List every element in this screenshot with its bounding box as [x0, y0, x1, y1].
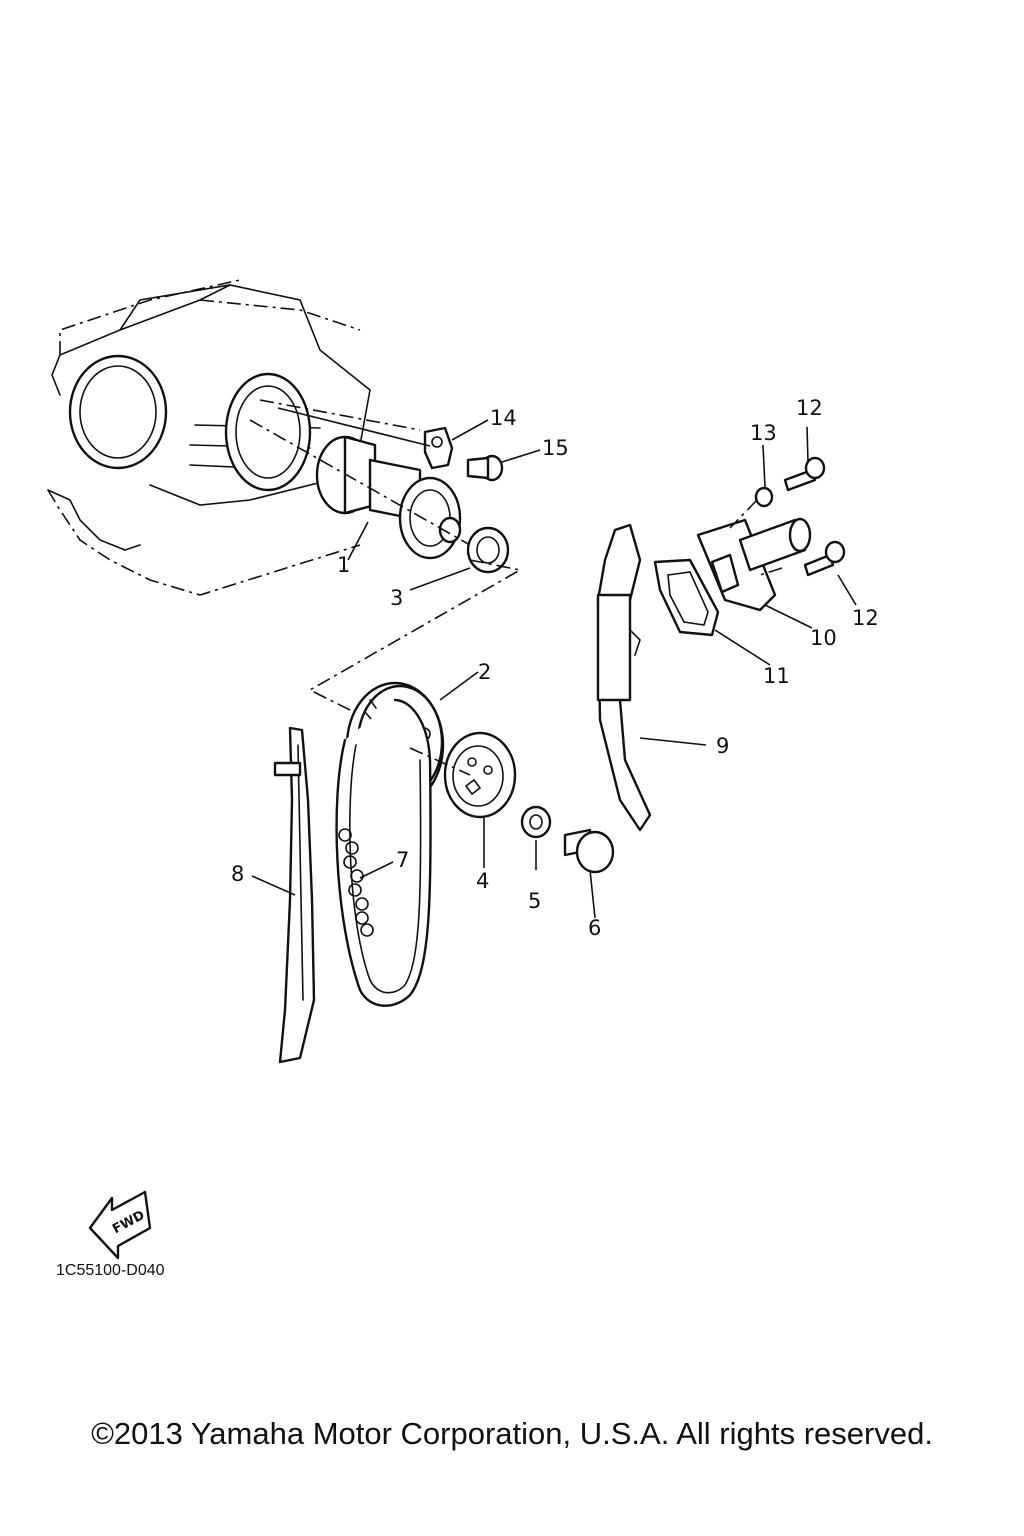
callout-8: 8: [231, 862, 244, 886]
washer-13: [754, 486, 774, 508]
bolt-6: [563, 828, 615, 874]
callout-11: 11: [763, 664, 790, 688]
bracket-14: [423, 426, 454, 470]
forward-arrow-icon: FWD: [88, 1190, 152, 1260]
callout-12-lower: 12: [852, 606, 879, 630]
camshaft: [249, 419, 471, 560]
leader-lines: [251, 407, 857, 919]
chain-tensioner-10: [696, 517, 812, 612]
callout-7: 7: [396, 848, 409, 872]
callout-6: 6: [588, 916, 601, 940]
washer-5: [520, 805, 552, 839]
sprocket-plate-4: [409, 731, 517, 819]
cam-chain: [335, 698, 432, 1007]
cylinder-head: [47, 279, 421, 596]
diagram-code: 1C55100-D040: [56, 1262, 165, 1279]
callout-13: 13: [750, 421, 777, 445]
chain-guide-8: [273, 726, 316, 1064]
callout-3: 3: [390, 586, 403, 610]
copyright-notice: ©2013 Yamaha Motor Corporation, U.S.A. A…: [91, 1416, 933, 1451]
callout-2: 2: [478, 660, 491, 684]
bolt-12-upper: [783, 456, 826, 492]
callout-10: 10: [810, 626, 837, 650]
callout-5: 5: [528, 889, 541, 913]
callout-9: 9: [716, 734, 729, 758]
bolt-12-lower: [803, 540, 846, 577]
callout-1: 1: [337, 553, 350, 577]
callout-12-upper: 12: [796, 396, 823, 420]
callout-14: 14: [490, 406, 517, 430]
callout-15: 15: [542, 436, 569, 460]
gasket-11: [653, 558, 720, 637]
bolt-15: [466, 454, 504, 482]
callout-4: 4: [476, 869, 489, 893]
chain-guide-9: [596, 523, 652, 832]
washer-3: [466, 526, 510, 574]
